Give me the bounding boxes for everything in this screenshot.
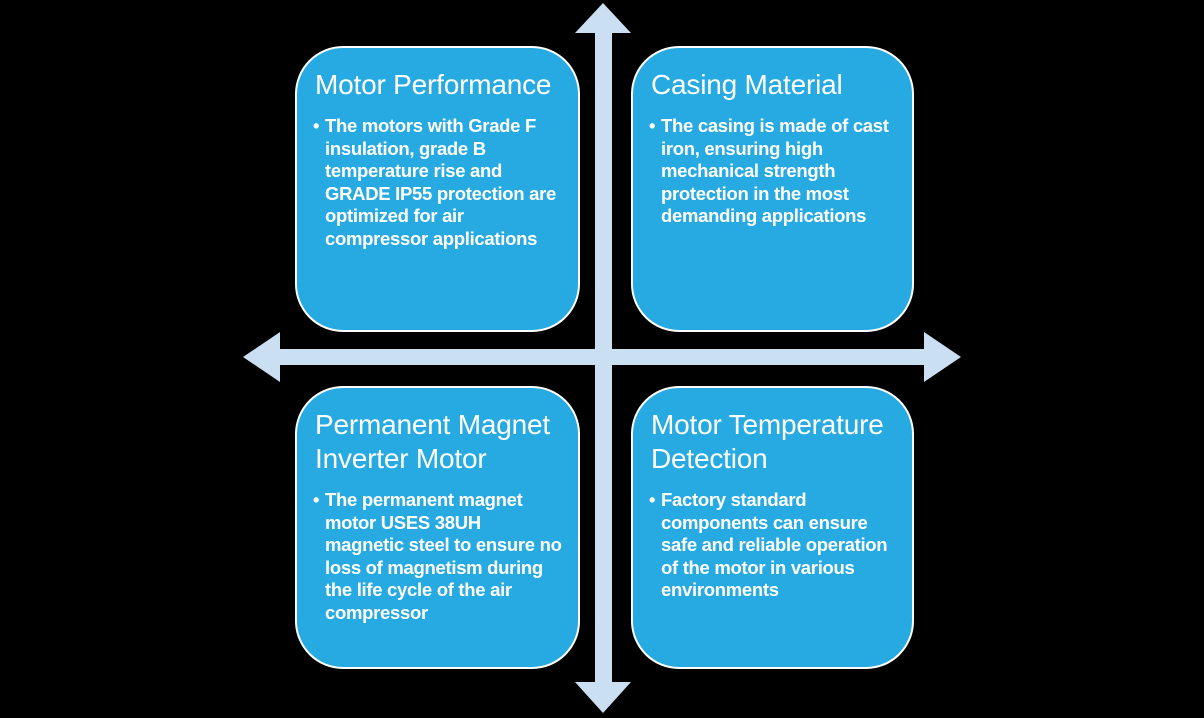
bullet-icon: • [649, 115, 656, 136]
quadrant-title: Motor Performance [315, 69, 552, 100]
bullet-icon: • [313, 115, 320, 136]
bullet-item: • The permanent magnet motor USES 38UH m… [313, 489, 564, 624]
bullet-item: • The casing is made of cast iron, ensur… [649, 115, 898, 228]
quadrant-body: • The permanent magnet motor USES 38UH m… [313, 489, 564, 624]
bullet-text: Factory standard components can ensure s… [661, 489, 888, 600]
quadrant-motor-temperature-detection: Motor Temperature Detection • Factory st… [631, 386, 914, 669]
arrow-right-icon [924, 332, 961, 382]
quadrant-body: • The motors with Grade F insulation, gr… [313, 115, 564, 250]
arrow-left-icon [243, 332, 280, 382]
quadrant-title: Casing Material [651, 69, 843, 100]
quadrant-title: Motor Temperature Detection [651, 409, 884, 474]
bullet-item: • Factory standard components can ensure… [649, 489, 898, 602]
quadrant-motor-performance: Motor Performance • The motors with Grad… [295, 46, 580, 332]
bullet-icon: • [313, 489, 320, 510]
bullet-icon: • [649, 489, 656, 510]
bullet-text: The permanent magnet motor USES 38UH mag… [325, 489, 562, 623]
arrow-down-icon [575, 682, 631, 713]
bullet-text: The motors with Grade F insulation, grad… [325, 115, 557, 249]
quadrant-body: • Factory standard components can ensure… [649, 489, 898, 602]
quadrant-title: Permanent Magnet Inverter Motor [315, 409, 550, 474]
bullet-text: The casing is made of cast iron, ensurin… [661, 115, 889, 226]
arrow-up-icon [575, 3, 631, 33]
bullet-item: • The motors with Grade F insulation, gr… [313, 115, 564, 250]
horizontal-arrow-shaft [277, 349, 925, 365]
quadrant-body: • The casing is made of cast iron, ensur… [649, 115, 898, 228]
quadrant-casing-material: Casing Material • The casing is made of … [631, 46, 914, 332]
quadrant-permanent-magnet-inverter-motor: Permanent Magnet Inverter Motor • The pe… [295, 386, 580, 669]
